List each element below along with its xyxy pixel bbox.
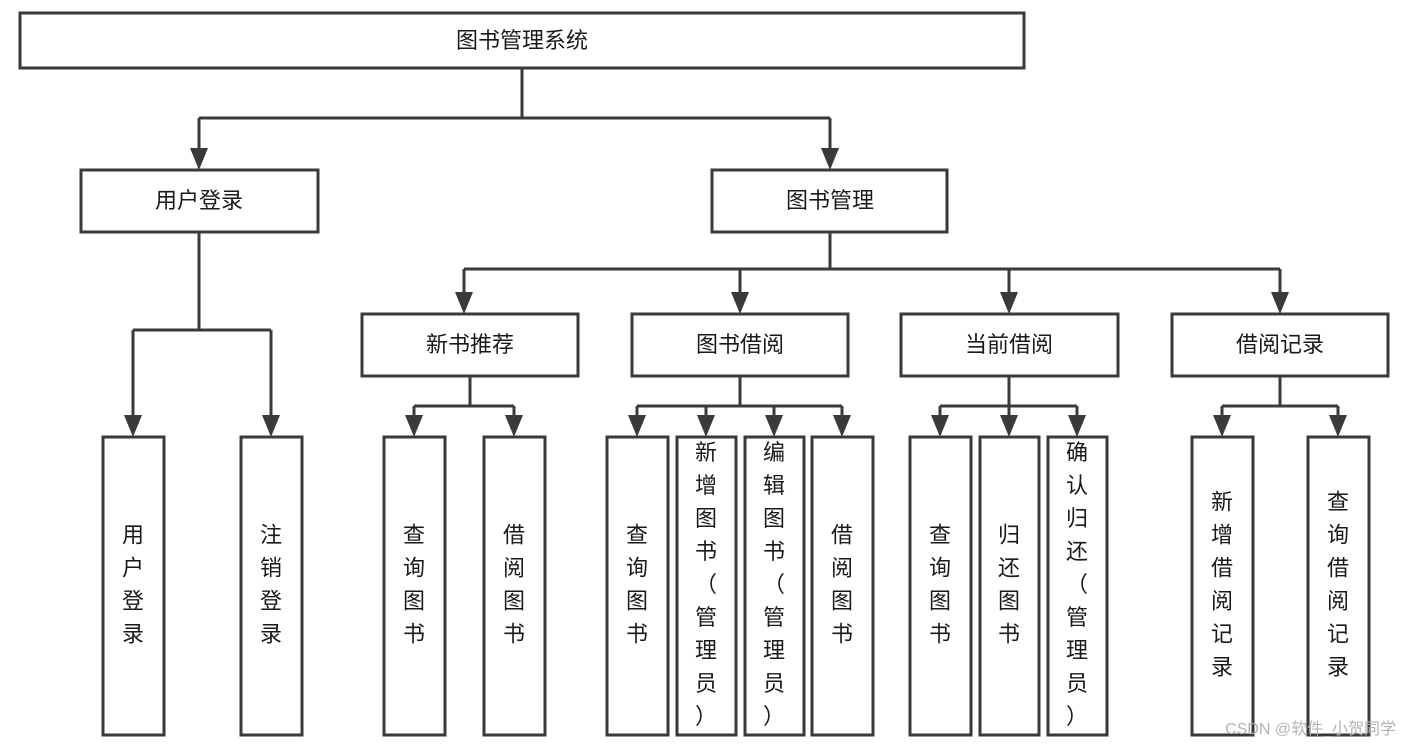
node-leaf-confirm-return-admin-box[interactable] — [1046, 435, 1109, 737]
node-new-book-recommend[interactable]: 新书推荐 — [360, 312, 580, 378]
node-new-book-recommend-label: 新书推荐 — [426, 332, 514, 357]
node-book-management[interactable]: 图书管理 — [710, 168, 949, 234]
node-borrow-record-label: 借阅记录 — [1236, 332, 1324, 357]
node-leaf-edit-book-admin-box[interactable] — [743, 435, 806, 737]
node-leaf-add-borrow-record-box[interactable] — [1190, 435, 1255, 737]
node-leaf-query-book-2-label: 查询图书 — [626, 522, 648, 646]
node-current-borrow-box[interactable] — [899, 312, 1120, 378]
node-leaf-user-login-label: 用户登录 — [122, 522, 144, 646]
node-leaf-return-book-box[interactable] — [978, 435, 1041, 737]
node-leaf-borrow-book-2-label: 借阅图书 — [831, 522, 853, 646]
node-book-borrow-label: 图书借阅 — [696, 332, 784, 357]
arrow-icon-borrow-book — [731, 292, 749, 314]
node-book-management-box[interactable] — [710, 168, 949, 234]
arrow-icon-new-book — [455, 292, 473, 314]
node-user-login[interactable]: 用户登录 — [79, 168, 320, 234]
node-leaf-add-book-admin-label: 新增图书（管理员） — [695, 440, 717, 729]
node-root-box[interactable] — [18, 11, 1026, 70]
node-new-book-recommend-box[interactable] — [360, 312, 580, 378]
node-leaf-confirm-return-admin[interactable]: 确认归还（管理员） — [1046, 435, 1109, 737]
node-leaf-logout-box[interactable] — [239, 435, 304, 737]
node-leaf-borrow-book-1-box[interactable] — [482, 435, 547, 737]
node-leaf-add-book-admin-box[interactable] — [675, 435, 738, 737]
node-current-borrow[interactable]: 当前借阅 — [899, 312, 1120, 378]
node-leaf-add-book-admin[interactable]: 新增图书（管理员） — [675, 435, 738, 737]
node-leaf-logout-label: 注销登录 — [260, 522, 282, 646]
connector-layer — [124, 68, 1347, 437]
node-leaf-return-book[interactable]: 归还图书 — [978, 435, 1041, 737]
node-user-login-label: 用户登录 — [155, 188, 243, 213]
arrow-icon-borrow-record — [1271, 292, 1289, 314]
node-root-label: 图书管理系统 — [456, 28, 588, 53]
node-borrow-record[interactable]: 借阅记录 — [1170, 312, 1390, 378]
arrow-icon-leaf-13 — [1329, 415, 1347, 437]
node-leaf-add-borrow-record-label: 新增借阅记录 — [1211, 489, 1233, 679]
node-borrow-record-box[interactable] — [1170, 312, 1390, 378]
arrow-icon-leaf-4 — [505, 415, 523, 437]
node-leaf-query-book-3[interactable]: 查询图书 — [908, 435, 973, 737]
arrow-icon-leaf-6 — [697, 415, 715, 437]
node-leaf-user-login-box[interactable] — [101, 435, 166, 737]
node-leaf-add-borrow-record[interactable]: 新增借阅记录 — [1190, 435, 1255, 737]
arrow-icon-leaf-9 — [931, 415, 949, 437]
arrow-icon-leaf-2 — [262, 415, 280, 437]
node-leaf-query-borrow-record[interactable]: 查询借阅记录 — [1306, 435, 1371, 737]
node-leaf-query-borrow-record-label: 查询借阅记录 — [1327, 489, 1349, 679]
arrow-icon-leaf-11 — [1068, 415, 1086, 437]
arrow-icon-leaf-7 — [765, 415, 783, 437]
arrow-icon-book-mgmt — [821, 148, 839, 170]
arrow-icon-leaf-1 — [124, 415, 142, 437]
node-leaf-edit-book-admin[interactable]: 编辑图书（管理员） — [743, 435, 806, 737]
node-leaf-user-login[interactable]: 用户登录 — [101, 435, 166, 737]
node-leaf-query-book-3-box[interactable] — [908, 435, 973, 737]
node-leaf-logout[interactable]: 注销登录 — [239, 435, 304, 737]
arrow-icon-current-borrow — [1000, 292, 1018, 314]
arrow-icon-leaf-3 — [405, 415, 423, 437]
node-leaf-query-book-2[interactable]: 查询图书 — [605, 435, 670, 737]
node-book-management-label: 图书管理 — [786, 188, 874, 213]
node-leaf-query-book-2-box[interactable] — [605, 435, 670, 737]
arrow-icon-user-login — [190, 148, 208, 170]
node-leaf-query-book-1[interactable]: 查询图书 — [382, 435, 447, 737]
node-leaf-return-book-label: 归还图书 — [998, 522, 1020, 646]
node-leaf-query-book-1-box[interactable] — [382, 435, 447, 737]
node-leaf-borrow-book-2-box[interactable] — [810, 435, 875, 737]
node-leaf-borrow-book-1[interactable]: 借阅图书 — [482, 435, 547, 737]
node-current-borrow-label: 当前借阅 — [965, 332, 1053, 357]
node-leaf-query-book-1-label: 查询图书 — [403, 522, 425, 646]
node-user-login-box[interactable] — [79, 168, 320, 234]
node-root[interactable]: 图书管理系统 — [18, 11, 1026, 70]
node-book-borrow-box[interactable] — [630, 312, 850, 378]
node-book-borrow[interactable]: 图书借阅 — [630, 312, 850, 378]
node-leaf-borrow-book-1-label: 借阅图书 — [503, 522, 525, 646]
node-leaf-borrow-book-2[interactable]: 借阅图书 — [810, 435, 875, 737]
arrow-icon-leaf-10 — [1000, 415, 1018, 437]
arrow-icon-leaf-12 — [1213, 415, 1231, 437]
watermark-label: CSDN @软件_小贺同学 — [1225, 720, 1396, 738]
node-leaf-query-borrow-record-box[interactable] — [1306, 435, 1371, 737]
arrow-icon-leaf-8 — [833, 415, 851, 437]
arrow-icon-leaf-5 — [628, 415, 646, 437]
node-leaf-edit-book-admin-label: 编辑图书（管理员） — [763, 440, 785, 729]
node-leaf-confirm-return-admin-label: 确认归还（管理员） — [1066, 440, 1088, 729]
node-leaf-query-book-3-label: 查询图书 — [929, 522, 951, 646]
